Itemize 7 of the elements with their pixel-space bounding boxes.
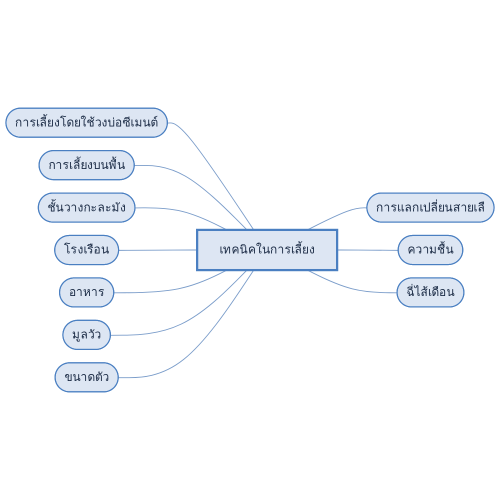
connector (110, 270, 248, 336)
connector (118, 270, 254, 378)
connector (118, 250, 198, 251)
connector (134, 164, 248, 230)
node-box: เทคนิคในการเลี้ยง (196, 228, 338, 272)
connector (336, 250, 399, 251)
connector (167, 122, 254, 230)
